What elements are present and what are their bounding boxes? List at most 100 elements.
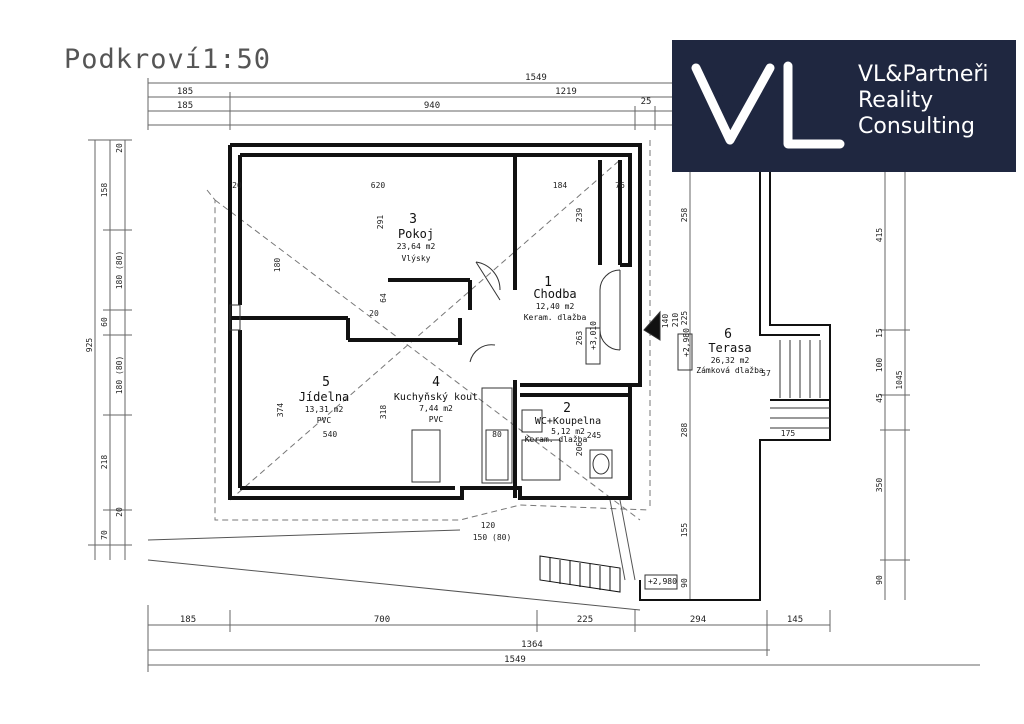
- room-5-name: Jídelna: [299, 390, 350, 404]
- room-5-area: 13,31 m2: [305, 405, 344, 414]
- room-4-number: 4: [432, 375, 440, 390]
- section-lines: [147, 499, 641, 611]
- dim-left-180a: 180 (80): [115, 251, 124, 290]
- dim-inner-20a: 20: [232, 181, 242, 190]
- dim-text-bottom: 185 700 225 294 145 1364 1549: [180, 615, 803, 665]
- dim-text-top: 1549 1219 185 185 940 25: [177, 73, 652, 111]
- room-1-name: Chodba: [533, 287, 576, 301]
- room-3-name: Pokoj: [398, 227, 434, 241]
- dim-right-90b: 90: [680, 578, 689, 588]
- room-6-number: 6: [724, 327, 732, 342]
- dim-left-180b: 180 (80): [115, 356, 124, 395]
- room-3-number: 3: [409, 212, 417, 227]
- external-stairs: [539, 555, 621, 593]
- room-5-number: 5: [322, 375, 330, 390]
- dim-inner-540: 540: [323, 430, 338, 439]
- roof-outline: [206, 140, 651, 521]
- dim-inner-291: 291: [376, 215, 385, 230]
- dim-right-100: 100: [875, 358, 884, 373]
- dim-bottom-294: 294: [690, 615, 706, 625]
- dim-inner-620: 620: [371, 181, 386, 190]
- level-mark-entry: +2,980: [648, 577, 677, 586]
- level-mark-terasa: +2,980: [682, 328, 691, 357]
- dim-inner-263: 263: [575, 331, 584, 346]
- dim-text-inner: 620 184 76 291 239 180 64 20 20 374 318 …: [232, 181, 795, 542]
- room-4-floor: PVC: [429, 415, 444, 424]
- level-mark-chodba: +3,010: [589, 321, 598, 350]
- dim-right-288: 288: [680, 423, 689, 438]
- interior-details: [229, 261, 693, 590]
- terrace: [639, 149, 831, 601]
- dim-right-90: 90: [875, 575, 884, 585]
- room-3-area: 23,64 m2: [397, 242, 436, 251]
- dim-right-15: 15: [875, 328, 884, 338]
- room-2-floor: Keram. dlažba: [525, 435, 588, 444]
- dim-top-185a: 185: [177, 87, 193, 97]
- plan-title: Podkroví1:50: [64, 44, 272, 75]
- dim-inner-318: 318: [379, 405, 388, 420]
- dim-right-45: 45: [875, 393, 884, 403]
- room-4-area: 7,44 m2: [419, 404, 453, 413]
- dim-inner-180: 180: [273, 258, 282, 273]
- company-name: VL&Partneři Reality Consulting: [858, 62, 989, 140]
- company-name-line1: VL&Partneři: [858, 62, 989, 87]
- dim-text-right: 258 415 225 15 100 45 1045 350 90 288 15…: [680, 208, 904, 588]
- room-labels: 3 Pokoj 23,64 m2 Vlýsky 1 Chodba 12,40 m…: [299, 212, 764, 444]
- dim-text-left: 925 158 180 (80) 60 180 (80) 218 70 20 2…: [85, 143, 124, 540]
- dim-top-185b: 185: [177, 101, 193, 111]
- dim-bottom-1364: 1364: [521, 640, 543, 650]
- room-6-floor: Zámková dlažba: [696, 366, 764, 375]
- dim-inner-140: 140: [661, 314, 670, 329]
- dim-inner-184: 184: [553, 181, 568, 190]
- dim-left-70: 70: [100, 530, 109, 540]
- company-name-line3: Consulting: [858, 114, 975, 139]
- dim-right-225: 225: [680, 311, 689, 326]
- dim-bottom-225: 225: [577, 615, 593, 625]
- dim-top-25: 25: [641, 97, 652, 107]
- dim-right-1045: 1045: [895, 370, 904, 389]
- dim-top-1219: 1219: [555, 87, 577, 97]
- dim-inner-175: 175: [781, 429, 796, 438]
- dim-top-total: 1549: [525, 73, 547, 83]
- dimension-lines-bottom: [147, 605, 980, 672]
- dim-right-350: 350: [875, 478, 884, 493]
- room-1-floor: Keram. dlažba: [524, 313, 587, 322]
- dim-bottom-700: 700: [374, 615, 390, 625]
- company-name-line2: Reality: [858, 88, 934, 113]
- dim-inner-245: 245: [587, 431, 602, 440]
- dim-inner-120: 120: [481, 521, 496, 530]
- dim-bottom-1549: 1549: [504, 655, 526, 665]
- dim-bottom-145: 145: [787, 615, 803, 625]
- dim-left-60: 60: [100, 317, 109, 327]
- company-logo: [672, 40, 1016, 172]
- room-1-area: 12,40 m2: [536, 302, 575, 311]
- room-4-name: Kuchyňský kout: [394, 391, 478, 403]
- room-2-number: 2: [563, 401, 571, 416]
- dim-inner-239: 239: [575, 208, 584, 223]
- dim-top-940: 940: [424, 101, 440, 111]
- dim-right-155: 155: [680, 523, 689, 538]
- walls: [228, 143, 642, 500]
- dim-left-925: 925: [85, 338, 94, 353]
- dim-right-258: 258: [680, 208, 689, 223]
- dim-left-218: 218: [100, 455, 109, 470]
- room-2-area: 5,12 m2: [551, 427, 585, 436]
- dim-left-20b: 20: [115, 507, 124, 517]
- dim-inner-20b: 20: [369, 309, 379, 318]
- dim-inner-76: 76: [615, 181, 625, 190]
- dim-inner-374: 374: [276, 403, 285, 418]
- room-5-floor: PVC: [317, 416, 332, 425]
- dim-right-415: 415: [875, 228, 884, 243]
- vl-logo-icon: [691, 61, 845, 149]
- dim-inner-80: 80: [492, 430, 502, 439]
- dim-inner-206: 206: [575, 442, 584, 457]
- terrace-stairs: [770, 340, 830, 429]
- dim-left-20a: 20: [115, 143, 124, 153]
- dim-inner-64: 64: [379, 293, 388, 303]
- dim-inner-57: 57: [761, 369, 771, 378]
- room-2-name: WC+Koupelna: [535, 416, 601, 427]
- dim-bottom-185: 185: [180, 615, 196, 625]
- dim-left-158: 158: [100, 183, 109, 198]
- dimension-lines-left: [88, 139, 132, 560]
